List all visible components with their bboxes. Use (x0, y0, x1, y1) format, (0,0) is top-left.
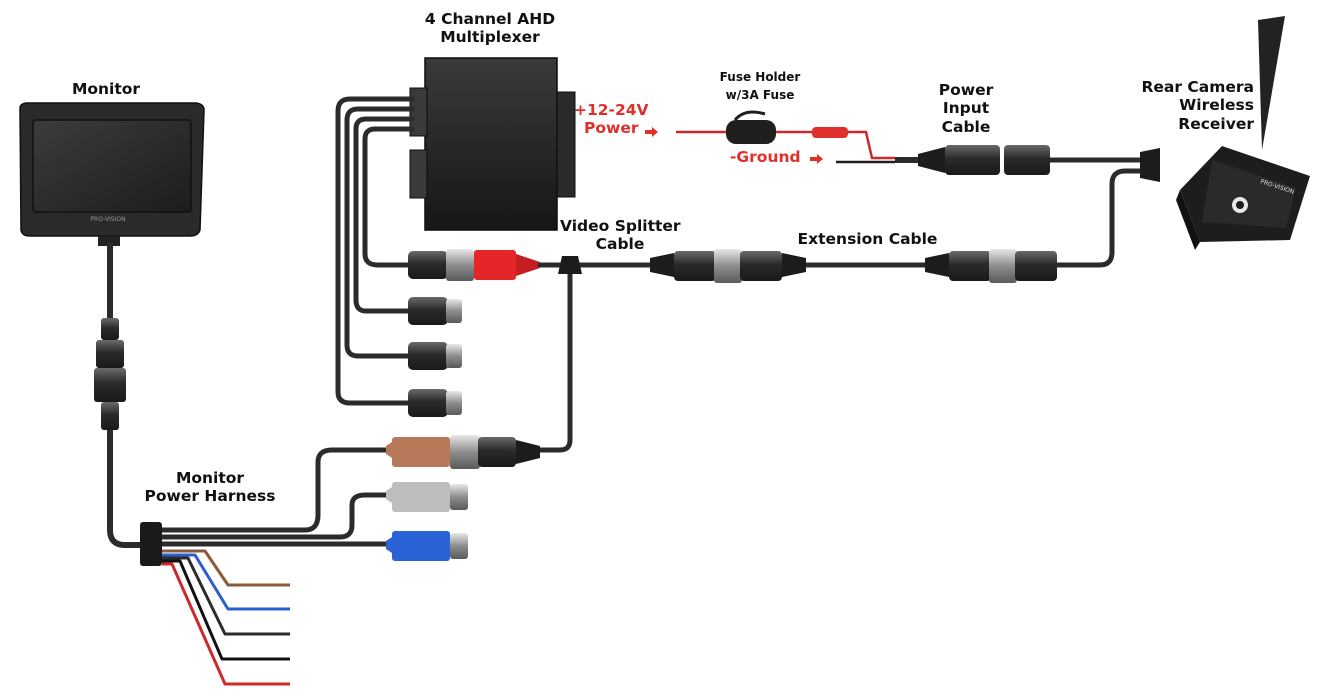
fuse-holder (676, 110, 895, 164)
rear-camera-receiver-label: Rear Camera Wireless Receiver (1138, 78, 1254, 133)
harness-label-line2: Power Harness (144, 487, 276, 506)
harness-block (140, 522, 162, 566)
extension-connector-left (650, 249, 806, 283)
brown-connector (386, 435, 540, 469)
multiplexer-cables (335, 96, 415, 406)
blue-connector (386, 531, 468, 561)
receiver-label-line2: Wireless (1179, 96, 1254, 115)
camera-connector-4 (408, 389, 462, 417)
power-input-label-line1: Power (938, 81, 994, 99)
wireless-receiver: PRO-VISION (1176, 16, 1310, 250)
monitor: PRO-VISION (19, 102, 205, 246)
extension-connector-right (925, 249, 1057, 283)
fuse-holder-label: Fuse Holder w/3A Fuse (712, 68, 808, 104)
multiplexer-label-line1: 4 Channel AHD (424, 10, 556, 28)
splitter-joint (558, 256, 582, 274)
camera-connector-2 (408, 297, 462, 325)
multiplexer-label-line2: Multiplexer (440, 28, 540, 47)
harness-label-line1: Monitor (175, 469, 245, 487)
splitter-cables (537, 262, 653, 453)
power-input-label-line3: Cable (941, 117, 991, 136)
monitor-cable (107, 242, 148, 548)
receiver-label-line3: Receiver (1178, 114, 1254, 133)
power-positive-line1: +12-24V (574, 101, 649, 119)
monitor-power-harness-label: Monitor Power Harness (140, 469, 280, 506)
power-input-label-line2: Input (942, 99, 990, 118)
camera-connector-1 (408, 249, 474, 281)
video-splitter-label-line1: Video Splitter (560, 217, 681, 235)
receiver-label-line1: Rear Camera (1141, 78, 1254, 96)
extension-cable-label-text: Extension Cable (797, 230, 938, 248)
power-arrows (645, 127, 823, 164)
extension-cable-label: Extension Cable (790, 230, 945, 248)
monitor-inline-connector (94, 318, 126, 430)
gray-connector (386, 482, 468, 512)
power-positive-label: +12-24V Power (574, 101, 654, 138)
harness-loose-wires (162, 549, 290, 686)
receiver-plug (1140, 148, 1160, 182)
monitor-brand-text: PRO-VISION (90, 216, 125, 223)
fuse-holder-label-line2: w/3A Fuse (725, 88, 795, 102)
monitor-label-text: Monitor (71, 80, 141, 98)
power-positive-line2: Power (584, 119, 639, 138)
multiplexer-box (409, 57, 576, 231)
camera-connector-3 (408, 342, 462, 370)
power-input-cable (895, 145, 1140, 175)
monitor-label: Monitor (58, 80, 154, 98)
power-input-cable-label: Power Input Cable (922, 81, 1010, 136)
harness-cables (160, 447, 392, 547)
video-splitter-red-connector (474, 250, 540, 280)
ground-label-text: -Ground (730, 148, 801, 166)
ground-label: -Ground (730, 148, 810, 166)
video-splitter-label: Video Splitter Cable (560, 217, 681, 254)
receiver-video-cable (1057, 168, 1140, 268)
fuse-holder-label-line1: Fuse Holder (719, 70, 801, 84)
multiplexer-label: 4 Channel AHD Multiplexer (408, 10, 572, 47)
video-splitter-label-line2: Cable (595, 235, 645, 254)
